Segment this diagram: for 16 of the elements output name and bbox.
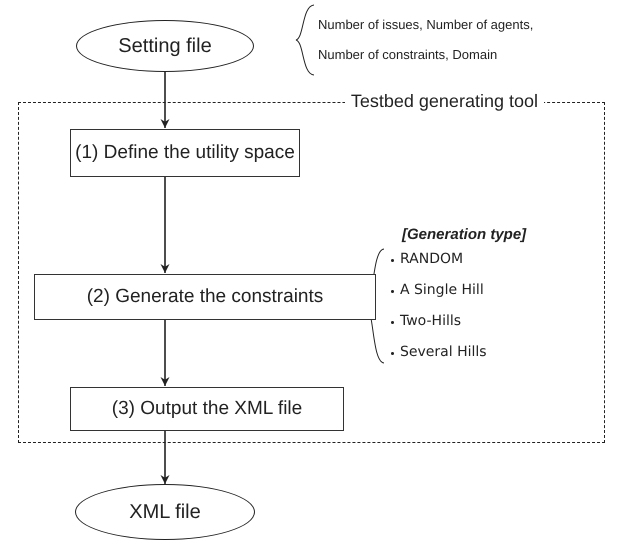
list-heading: [Generation type] bbox=[402, 226, 526, 243]
arrow bbox=[160, 319, 170, 386]
arrow bbox=[160, 176, 170, 273]
file-ellipse: XML file bbox=[75, 484, 255, 540]
process-box: (1) Define the utility space bbox=[70, 129, 300, 177]
arrow bbox=[160, 72, 170, 128]
arrow bbox=[160, 430, 170, 484]
list-item: RANDOM bbox=[400, 251, 464, 267]
process-box: (2) Generate the constraints bbox=[34, 274, 376, 320]
setting-note: Number of issues, Number of agents, Number of constraints, Domain bbox=[318, 16, 534, 64]
list-item: Several Hills bbox=[400, 344, 487, 360]
list-item: A Single Hill bbox=[400, 282, 484, 298]
list-item: Two-Hills bbox=[400, 313, 462, 329]
file-ellipse: Setting file bbox=[76, 20, 254, 72]
process-box: (3) Output the XML file bbox=[70, 387, 344, 431]
group-title: Testbed generating tool bbox=[344, 91, 544, 112]
